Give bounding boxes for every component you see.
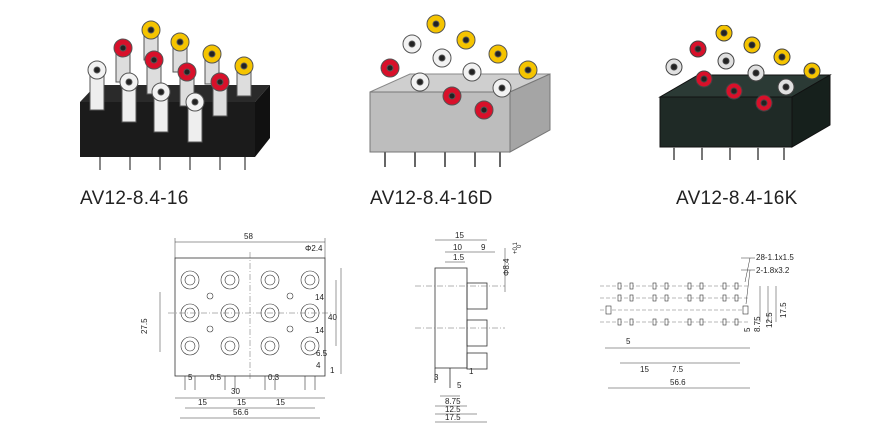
dim-3: 3 [434, 373, 439, 382]
dim-width-56-6: 56.6 [670, 378, 686, 387]
model-label-av12-8-4-16k: AV12-8.4-16K [676, 188, 798, 209]
dim-spacing-15: 15 [640, 365, 649, 374]
dim-tolerance-lower: 0 [517, 244, 523, 248]
dim-9: 9 [481, 243, 486, 252]
dim-5: 5 [188, 373, 193, 382]
model-label-av12-8-4-16: AV12-8.4-16 [80, 188, 189, 209]
dim-row-8-75: 8.75 [753, 316, 762, 332]
dim-0-3: 0.3 [268, 373, 280, 382]
dim-10: 10 [453, 243, 462, 252]
dim-1-5: 1.5 [453, 253, 465, 262]
dim-1: 1 [330, 366, 335, 375]
dim-5: 5 [457, 381, 462, 390]
dim-6-5: 6.5 [316, 349, 328, 358]
dim-height-total: 27.5 [140, 318, 149, 334]
product-photo-av12-8-4-16 [80, 20, 270, 170]
side-view-drawing: 15 10 9 1.5 Φ8.4 +0.1 0 3 5 1 8.75 12.5 … [415, 231, 523, 423]
dim-56-6: 56.6 [233, 408, 249, 417]
dim-spacing-7-5: 7.5 [672, 365, 684, 374]
dim-0-5: 0.5 [210, 373, 222, 382]
dim-1: 1 [469, 367, 474, 376]
dim-row-17-5: 17.5 [779, 302, 788, 318]
dim-pitch-15-c: 15 [276, 398, 285, 407]
dim-tolerance-upper: +0.1 [513, 241, 519, 254]
dim-overall-width: 58 [244, 232, 253, 241]
product-photo-av12-8-4-16k [658, 25, 832, 160]
dim-8-75: 8.75 [445, 397, 461, 406]
dim-height-40: 40 [328, 313, 337, 322]
front-view-drawing: 58 Φ2.4 27.5 14 14 40 6.5 4 1 5 0.5 0.3 … [140, 232, 342, 419]
dim-4: 4 [316, 361, 321, 370]
dim-pitch-15-b: 15 [237, 398, 246, 407]
model-label-av12-8-4-16d: AV12-8.4-16D [370, 188, 493, 209]
dim-pitch-a: 14 [315, 293, 324, 302]
dim-row-12-5: 12.5 [765, 312, 774, 328]
pad-spec-28: 28-1.1x1.5 [756, 253, 794, 262]
pad-spec-2: 2-1.8x3.2 [756, 266, 790, 275]
dim-row-5: 5 [743, 327, 752, 332]
dim-pitch-b: 14 [315, 326, 324, 335]
dim-spacing-5: 5 [626, 337, 631, 346]
dim-17-5: 17.5 [445, 413, 461, 422]
dim-diameter: Φ8.4 [502, 258, 511, 276]
product-photo-av12-8-4-16d [369, 14, 551, 167]
dim-hole: Φ2.4 [305, 244, 323, 253]
dim-pitch-15-a: 15 [198, 398, 207, 407]
dim-12-5: 12.5 [445, 405, 461, 414]
pcb-footprint-drawing: 28-1.1x1.5 2-1.8x3.2 5 8.75 12.5 17.5 5 … [600, 253, 794, 389]
dim-30: 30 [231, 387, 240, 396]
dim-15: 15 [455, 231, 464, 240]
